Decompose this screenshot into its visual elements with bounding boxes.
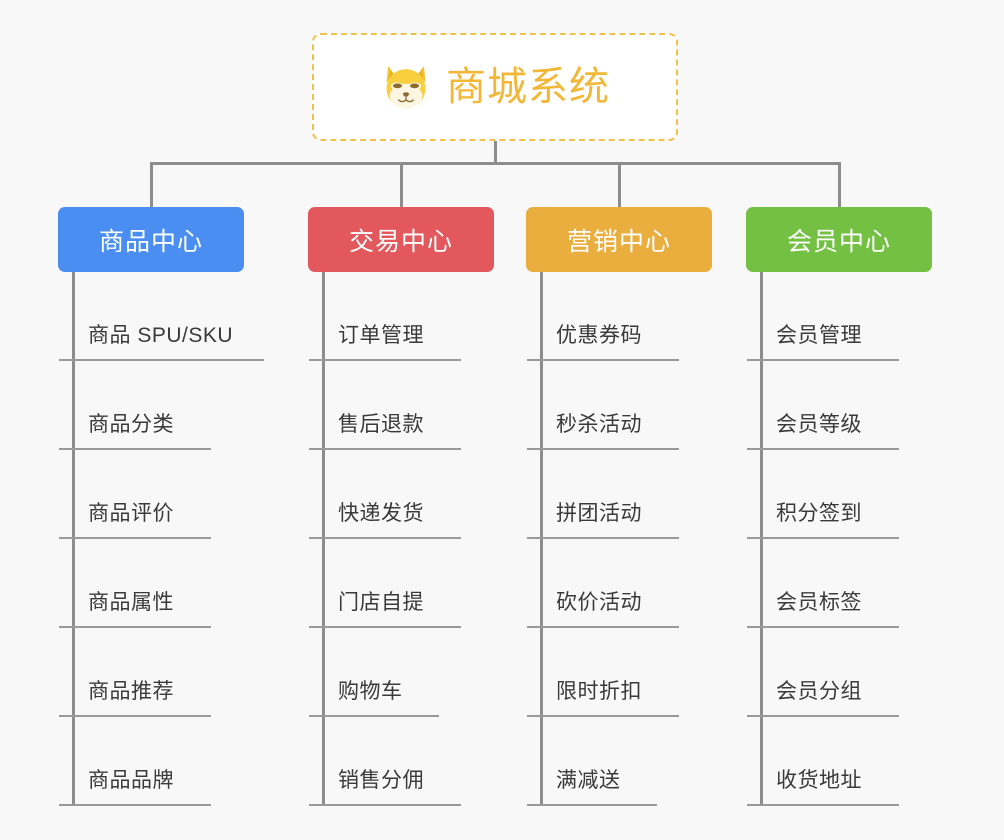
leaf-underline bbox=[747, 448, 899, 450]
leaf-label: 商品评价 bbox=[88, 502, 174, 525]
leaf-underline bbox=[309, 715, 439, 717]
leaf-underline bbox=[527, 804, 657, 806]
leaf-underline bbox=[309, 804, 461, 806]
leaf-underline bbox=[527, 715, 679, 717]
leaf-label: 会员等级 bbox=[776, 413, 862, 436]
trunk-vertical-connector bbox=[494, 141, 497, 164]
leaf-label: 会员管理 bbox=[776, 324, 862, 347]
leaf-label: 购物车 bbox=[338, 680, 403, 703]
branch-header-1[interactable]: 商品中心 bbox=[58, 207, 244, 272]
leaf-label: 优惠券码 bbox=[556, 324, 642, 347]
branch-header-label-1: 商品中心 bbox=[98, 227, 203, 256]
leaf-underline bbox=[309, 448, 461, 450]
leaf-label: 满减送 bbox=[556, 769, 621, 792]
leaf-label: 拼团活动 bbox=[556, 502, 642, 525]
branch-drop-connector-4 bbox=[838, 162, 841, 208]
leaf-underline bbox=[59, 359, 264, 361]
leaf-underline bbox=[527, 448, 679, 450]
leaf-underline bbox=[527, 537, 679, 539]
branch-header-2[interactable]: 交易中心 bbox=[308, 207, 494, 272]
leaf-underline bbox=[747, 804, 899, 806]
branch-spine-3 bbox=[540, 272, 543, 806]
leaf-underline bbox=[309, 359, 461, 361]
leaf-label: 商品品牌 bbox=[88, 769, 174, 792]
branch-spine-2 bbox=[322, 272, 325, 806]
branch-drop-connector-2 bbox=[400, 162, 403, 208]
branch-header-3[interactable]: 营销中心 bbox=[526, 207, 712, 272]
leaf-underline bbox=[747, 537, 899, 539]
branch-header-label-4: 会员中心 bbox=[786, 227, 891, 256]
shiba-dog-face-icon bbox=[386, 65, 426, 110]
branch-header-4[interactable]: 会员中心 bbox=[746, 207, 932, 272]
leaf-underline bbox=[59, 626, 211, 628]
leaf-underline bbox=[59, 537, 211, 539]
leaf-label: 商品推荐 bbox=[88, 680, 174, 703]
leaf-underline bbox=[59, 448, 211, 450]
trunk-horizontal-connector bbox=[150, 162, 840, 165]
leaf-label: 会员标签 bbox=[776, 591, 862, 614]
leaf-underline bbox=[527, 359, 679, 361]
leaf-underline bbox=[309, 537, 461, 539]
leaf-label: 商品 SPU/SKU bbox=[88, 324, 234, 347]
leaf-label: 秒杀活动 bbox=[556, 413, 642, 436]
leaf-label: 砍价活动 bbox=[556, 591, 642, 614]
branch-header-label-3: 营销中心 bbox=[566, 227, 671, 256]
leaf-label: 商品属性 bbox=[88, 591, 174, 614]
leaf-underline bbox=[59, 715, 211, 717]
root-title: 商城系统 bbox=[446, 65, 610, 109]
leaf-label: 售后退款 bbox=[338, 413, 424, 436]
leaf-underline bbox=[59, 804, 211, 806]
leaf-label: 快递发货 bbox=[338, 502, 424, 525]
leaf-underline bbox=[527, 626, 679, 628]
branch-spine-4 bbox=[760, 272, 763, 806]
leaf-underline bbox=[747, 715, 899, 717]
leaf-underline bbox=[309, 626, 461, 628]
branch-header-label-2: 交易中心 bbox=[348, 227, 453, 256]
leaf-label: 订单管理 bbox=[338, 324, 424, 347]
leaf-underline bbox=[747, 359, 899, 361]
branch-drop-connector-3 bbox=[618, 162, 621, 208]
leaf-label: 收货地址 bbox=[776, 769, 862, 792]
leaf-underline bbox=[747, 626, 899, 628]
leaf-label: 商品分类 bbox=[88, 413, 174, 436]
leaf-label: 积分签到 bbox=[776, 502, 862, 525]
root-node[interactable]: 商城系统 bbox=[312, 33, 678, 141]
leaf-label: 限时折扣 bbox=[556, 680, 642, 703]
branch-spine-1 bbox=[72, 272, 75, 806]
leaf-label: 会员分组 bbox=[776, 680, 862, 703]
leaf-label: 门店自提 bbox=[338, 591, 424, 614]
leaf-label: 销售分佣 bbox=[338, 769, 424, 792]
branch-drop-connector-1 bbox=[150, 162, 153, 208]
